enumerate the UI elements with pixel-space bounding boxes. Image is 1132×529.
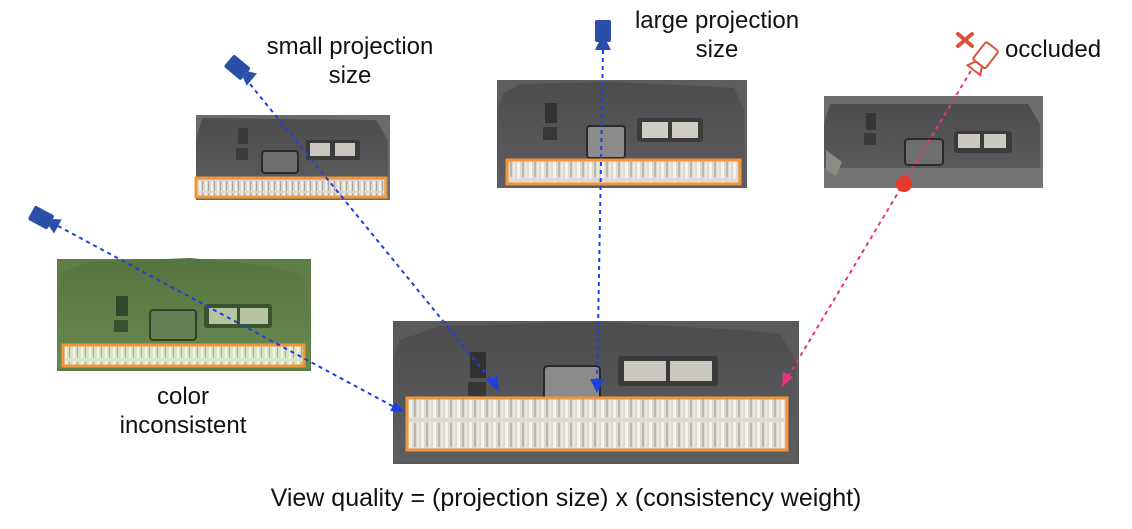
- label-large-projection-line1: large projection: [634, 7, 800, 34]
- label-occluded: occluded: [1005, 35, 1101, 64]
- ray-color-inconsistent: [57, 225, 399, 410]
- arrowhead-occluded: [782, 372, 793, 387]
- view-small-projection: [194, 115, 390, 200]
- label-small-projection: small projection size: [250, 32, 450, 90]
- cross-icon: [956, 32, 974, 48]
- label-occluded-text: occluded: [1005, 36, 1102, 63]
- label-large-projection: large projection size: [612, 6, 822, 64]
- occlusion-point: [896, 176, 912, 192]
- ray-small-projection: [244, 77, 497, 387]
- highlight-box-green: [61, 343, 306, 368]
- arrowhead-large: [590, 379, 604, 393]
- arrowhead-green: [390, 402, 405, 412]
- highlight-box-small: [194, 176, 388, 199]
- view-large-projection: [497, 80, 747, 188]
- camera-icon: [28, 206, 62, 234]
- arrowhead-small: [486, 376, 499, 392]
- label-color-line1: color: [156, 383, 210, 410]
- view-target: [393, 321, 799, 464]
- highlight-box-target: [405, 396, 789, 452]
- camera-occluded-icon: [965, 41, 999, 77]
- label-color-line2: inconsistent: [119, 412, 247, 439]
- highlight-box-large: [505, 158, 742, 186]
- ray-occluded: [785, 63, 976, 381]
- view-occluded: [824, 96, 1043, 188]
- label-color-inconsistent: color inconsistent: [108, 382, 258, 440]
- ray-large-projection: [596, 49, 604, 387]
- camera-icon: [224, 54, 257, 86]
- camera-icon: [595, 20, 611, 50]
- label-large-projection-line2: size: [695, 36, 739, 63]
- caption-formula: View quality = (projection size) x (cons…: [270, 484, 862, 512]
- view-color-inconsistent: [57, 258, 311, 371]
- label-small-projection-line2: size: [328, 62, 372, 89]
- label-small-projection-line1: small projection: [266, 33, 434, 60]
